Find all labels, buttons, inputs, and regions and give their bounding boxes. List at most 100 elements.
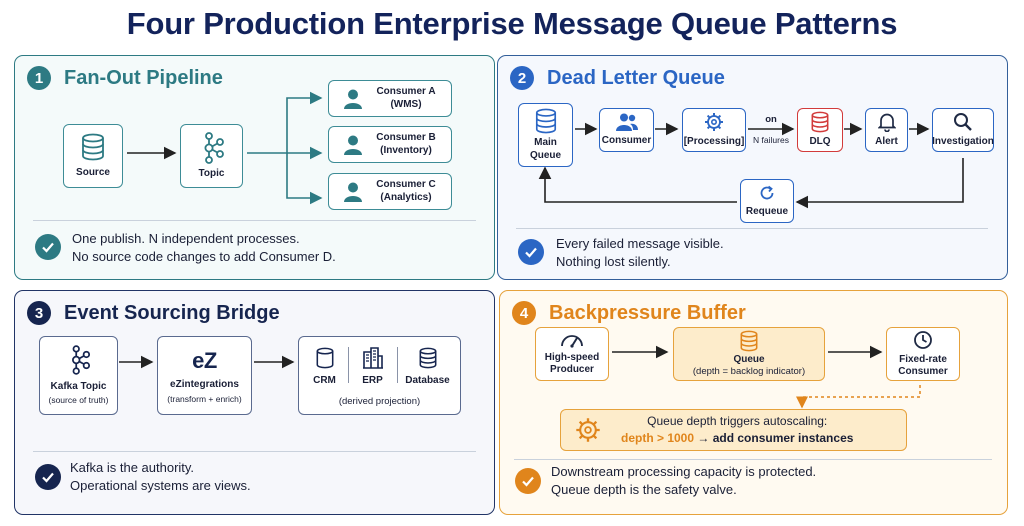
database-icon: [419, 347, 436, 369]
derived-targets-node: CRM ERP Database (derived projectio: [298, 336, 461, 415]
panel-title: Event Sourcing Bridge: [64, 301, 280, 324]
failure-edge-label: on: [750, 114, 792, 125]
consumer-node: Consumer: [599, 108, 654, 152]
consumer-b-role: (Inventory): [380, 144, 432, 156]
consumer-a-role: (WMS): [390, 98, 422, 110]
clock-icon: [914, 330, 932, 349]
source-node: Source: [63, 124, 123, 188]
panel-dead-letter-queue: 2 Dead Letter Queue Main Queue Consumer: [497, 55, 1008, 280]
panel-title: Backpressure Buffer: [549, 301, 746, 324]
user-icon: [344, 89, 363, 109]
autoscale-action: → add consumer instances: [694, 431, 854, 445]
consumer-label-line: Consumer: [898, 366, 948, 377]
ezintegrations-label: eZintegrations: [170, 379, 239, 391]
main-queue-node: Main Queue: [518, 103, 573, 167]
topic-label: Topic: [198, 167, 225, 179]
ezintegrations-node: eZ eZintegrations (transform + enrich): [157, 336, 252, 415]
divider: [33, 220, 476, 221]
refresh-icon: [760, 185, 774, 200]
main-queue-label-line: Main: [534, 137, 557, 148]
gear-icon: [576, 418, 600, 442]
consumer-c-node: Consumer C (Analytics): [328, 173, 452, 210]
kafka-topic-label: Kafka Topic: [50, 380, 107, 392]
speedometer-icon: [561, 334, 583, 348]
source-label: Source: [76, 166, 110, 178]
queue-node: Queue (depth = backlog indicator): [673, 327, 825, 381]
producer-node: High-speed Producer: [535, 327, 609, 381]
autoscale-callout: Queue depth triggers autoscaling: depth …: [560, 409, 907, 451]
main-queue-label-line: Queue: [529, 149, 562, 161]
panel-header: 3 Event Sourcing Bridge: [27, 301, 280, 325]
check-icon: [35, 234, 61, 260]
panel-title: Fan-Out Pipeline: [64, 66, 223, 89]
crm-target: CRM: [302, 347, 348, 388]
panel-note: Downstream processing capacity is protec…: [551, 463, 816, 499]
database-icon: [535, 108, 556, 134]
consumer-c-name: Consumer C: [376, 179, 436, 190]
panel-number-badge: 3: [27, 301, 51, 325]
panel-note: Every failed message visible. Nothing lo…: [556, 235, 724, 271]
autoscale-line1: Queue depth triggers autoscaling:: [647, 413, 828, 428]
note-line: Kafka is the authority.: [70, 460, 195, 475]
autoscale-threshold: depth > 1000: [621, 431, 695, 445]
user-icon: [344, 182, 363, 202]
requeue-node: Requeue: [740, 179, 794, 223]
panel-header: 2 Dead Letter Queue: [510, 66, 725, 90]
check-icon: [518, 239, 544, 265]
targets-row: CRM ERP Database: [302, 347, 458, 388]
note-line: No source code changes to add Consumer D…: [72, 249, 336, 265]
ezintegrations-sub: (transform + enrich): [167, 393, 242, 404]
user-icon: [344, 135, 363, 155]
panel-fan-out-pipeline: 1 Fan-Out Pipeline Source: [14, 55, 495, 280]
processing-label: [Processing]: [683, 135, 745, 147]
queue-label: Queue: [733, 353, 765, 365]
divider: [33, 451, 476, 452]
gear-icon: [705, 112, 723, 131]
panel-number-badge: 1: [27, 66, 51, 90]
database-icon: [740, 330, 758, 352]
autoscale-text: Queue depth triggers autoscaling: depth …: [621, 413, 853, 448]
consumer-b-name: Consumer B: [376, 132, 436, 143]
panel-event-sourcing-bridge: 3 Event Sourcing Bridge Kafka Topic (sou…: [14, 290, 495, 515]
alert-node: Alert: [865, 108, 908, 152]
panel-backpressure-buffer: 4 Backpressure Buffer High-speed Produce…: [499, 290, 1008, 515]
targets-caption: (derived projection): [338, 395, 421, 407]
panel-header: 1 Fan-Out Pipeline: [27, 66, 223, 90]
consumer-label: Consumer: [601, 134, 652, 146]
consumer-b-node: Consumer B (Inventory): [328, 126, 452, 163]
building-icon: [362, 347, 383, 369]
consumer-c-role: (Analytics): [380, 191, 432, 203]
divider: [514, 459, 992, 460]
kafka-icon: [204, 131, 224, 164]
failure-edge-label-sub: N failures: [748, 135, 794, 145]
alert-label: Alert: [875, 135, 898, 147]
database-icon: [316, 347, 333, 369]
dlq-node: DLQ: [797, 108, 843, 152]
database-icon: [82, 133, 104, 161]
dlq-label: DLQ: [809, 136, 831, 148]
users-icon: [615, 113, 638, 131]
panel-note: Kafka is the authority. Operational syst…: [70, 459, 251, 495]
ez-logo: eZ: [192, 347, 217, 373]
autoscale-line2: depth > 1000 → add consumer instances: [621, 430, 853, 447]
fixed-rate-consumer-node: Fixed-rate Consumer: [886, 327, 960, 381]
note-line: Downstream processing capacity is protec…: [551, 464, 817, 479]
requeue-label: Requeue: [745, 205, 789, 217]
investigation-label: Investigation: [932, 135, 994, 147]
note-line: Operational systems are views.: [70, 478, 251, 494]
arrow-topic-to-consumer-c: [286, 153, 323, 205]
magnifier-icon: [954, 112, 972, 131]
page-title: Four Production Enterprise Message Queue…: [126, 6, 898, 41]
panel-title: Dead Letter Queue: [547, 66, 725, 89]
crm-label: CRM: [313, 375, 336, 386]
producer-label-line: High-speed: [544, 351, 600, 363]
edge-label-line: on: [765, 114, 777, 125]
kafka-icon: [71, 345, 90, 375]
note-line: Every failed message visible.: [556, 236, 724, 251]
check-icon: [515, 468, 541, 494]
check-icon: [35, 464, 61, 490]
edge-label-line: N failures: [753, 135, 789, 145]
separator: [396, 347, 398, 383]
panel-number-badge: 2: [510, 66, 534, 90]
arrow-topic-to-consumer-a: [247, 91, 323, 154]
